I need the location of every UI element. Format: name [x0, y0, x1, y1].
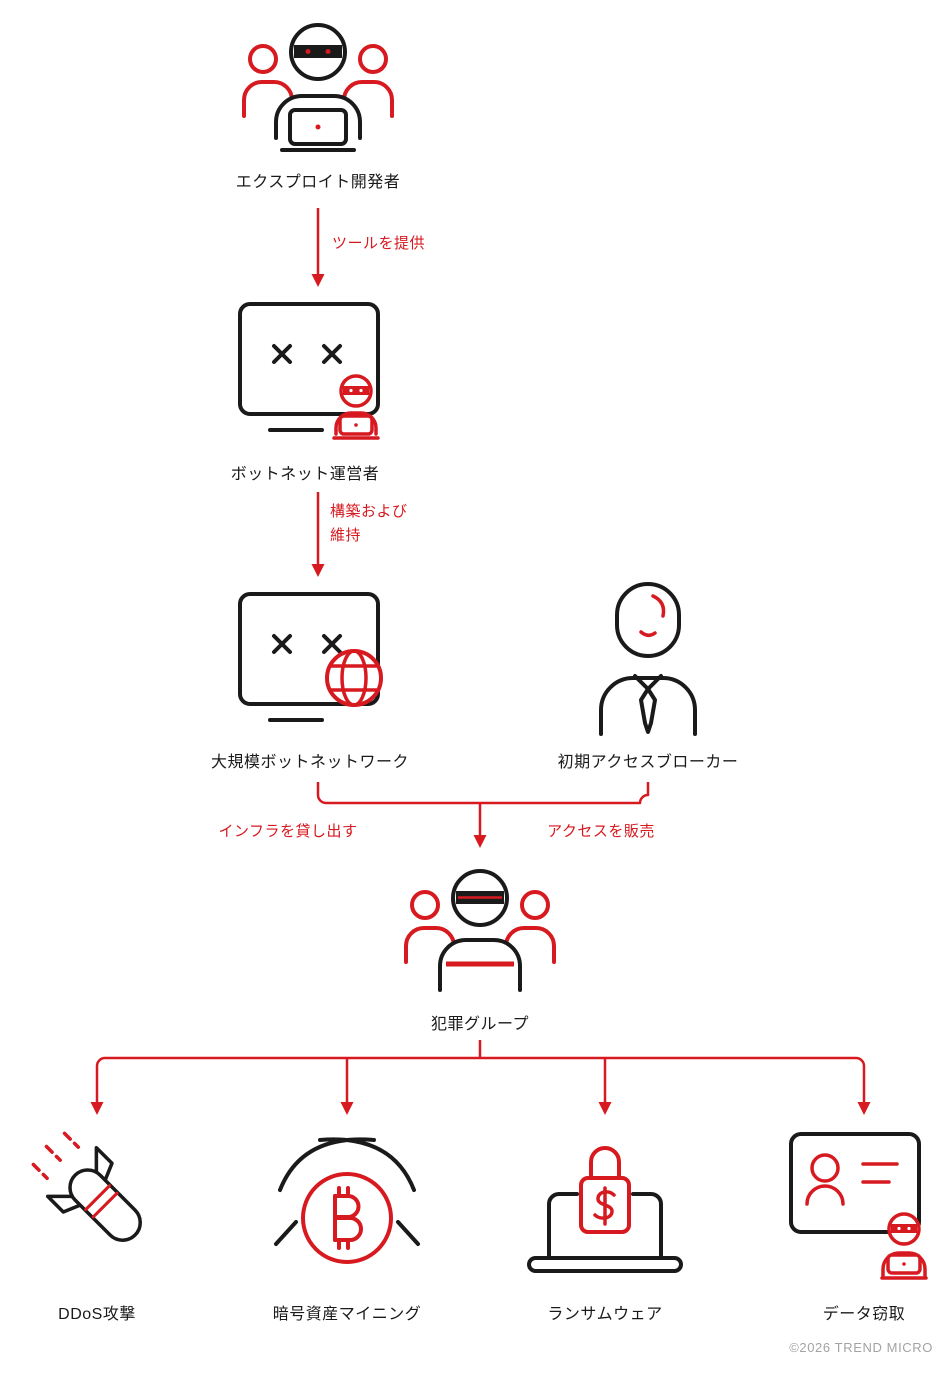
- pickaxe-blade-left: [278, 1137, 376, 1192]
- hair-detail: [651, 594, 666, 618]
- card-text-lines: [861, 1162, 899, 1184]
- label-ransomware: ランサムウェア: [547, 1306, 663, 1323]
- laptop-screen-right: [631, 1192, 663, 1258]
- pickaxe-handle-right: [396, 1220, 420, 1246]
- bitcoin-symbol: [333, 1186, 363, 1250]
- side-person-left-icon: [404, 890, 456, 964]
- mini-hacker-icon: [332, 374, 380, 440]
- businessperson-icon: [593, 580, 703, 738]
- arrow-build-maintain: [311, 492, 325, 577]
- speed-lines: [31, 1131, 81, 1181]
- id-card-hacker-icon: [787, 1128, 942, 1288]
- label-data-theft: データ窃取: [822, 1306, 906, 1323]
- missile-stripes: [84, 1184, 119, 1219]
- head: [615, 582, 681, 658]
- fin-right: [94, 1145, 114, 1182]
- id-card: [789, 1132, 921, 1234]
- pickaxe-handle-left: [274, 1220, 298, 1246]
- smile-detail: [639, 630, 657, 637]
- merge-arrow: [316, 782, 650, 848]
- monitor-x-globe-icon: [236, 588, 396, 730]
- hacker-group-laptop-icon: [238, 12, 398, 154]
- label-exploit-developers: エクスプロイト開発者: [235, 174, 401, 191]
- laptop-padlock-icon: [525, 1132, 685, 1282]
- fanout-arrows: [90, 1040, 871, 1115]
- missile-icon: [22, 1122, 172, 1272]
- label-crypto-mining: 暗号資産マイニング: [272, 1306, 422, 1323]
- bitcoin-pickaxes-icon: [262, 1126, 432, 1286]
- label-initial-access-broker: 初期アクセスブローカー: [557, 754, 739, 771]
- edge-label-build-maintain-line1: 構築および: [330, 503, 408, 520]
- pickaxe-blade-right: [318, 1137, 416, 1192]
- side-person-left-icon: [242, 44, 294, 118]
- dead-monitor-icon: [238, 302, 380, 432]
- padlock-icon: [579, 1146, 631, 1234]
- copyright: ©2026 TREND MICRO: [789, 1340, 933, 1355]
- dead-monitor-icon: [238, 592, 380, 722]
- shoulders: [599, 676, 697, 736]
- monitor-x-hacker-icon: [236, 298, 396, 440]
- laptop-base: [527, 1256, 683, 1273]
- label-ddos: DDoS攻撃: [58, 1306, 136, 1323]
- edge-label-build-maintain-line2: 維持: [330, 527, 362, 544]
- hacker-group-icon: [400, 858, 560, 1000]
- tie-icon: [639, 687, 657, 734]
- laptop-icon: [280, 108, 356, 152]
- edge-label-sell-access: アクセスを販売: [547, 823, 655, 840]
- side-person-right-icon: [504, 890, 556, 964]
- globe-icon: [325, 649, 383, 707]
- edge-label-provide-tools: ツールを提供: [332, 235, 426, 252]
- mini-hacker-icon: [880, 1212, 928, 1280]
- masked-hacker-icon: [438, 869, 522, 992]
- arrow-provide-tools: [311, 208, 325, 287]
- edge-label-lend-infrastructure: インフラを貸し出す: [218, 823, 358, 840]
- fin-left: [45, 1194, 82, 1214]
- label-botnet-network: 大規模ボットネットワーク: [210, 754, 410, 771]
- label-criminal-group: 犯罪グループ: [430, 1016, 530, 1033]
- side-person-right-icon: [342, 44, 394, 118]
- card-person-icon: [805, 1153, 845, 1206]
- label-botnet-operator: ボットネット運営者: [230, 466, 380, 483]
- laptop-screen-left: [547, 1192, 579, 1258]
